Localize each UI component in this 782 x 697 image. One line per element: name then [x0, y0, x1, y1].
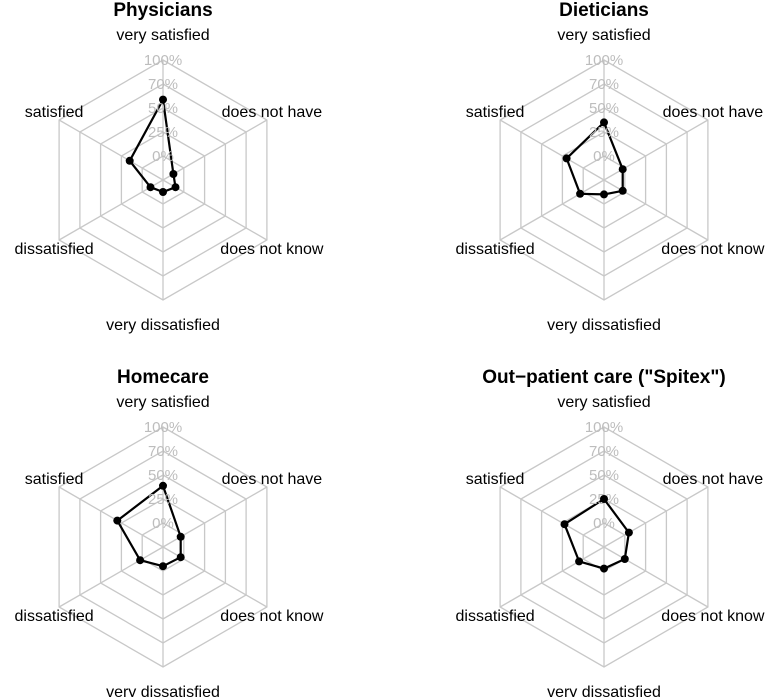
data-point-does-not-know: [176, 553, 185, 562]
data-point-very-dissatisfied: [600, 190, 608, 199]
axis-label: dissatisfied: [15, 241, 94, 258]
axis-label: very dissatisfied: [547, 317, 661, 334]
data-point-very-dissatisfied: [159, 562, 167, 571]
axis-label: dissatisfied: [456, 608, 535, 625]
axis-label: very satisfied: [116, 394, 209, 411]
axis-label: satisfied: [25, 471, 84, 488]
data-point-dissatisfied: [575, 557, 584, 566]
data-point-very-satisfied: [600, 118, 608, 127]
tick-label: 70%: [589, 443, 619, 460]
grid-spoke: [603, 486, 709, 548]
data-point-does-not-have: [624, 528, 633, 537]
tick-label: 0%: [152, 515, 174, 532]
data-point-does-not-have: [618, 165, 627, 174]
grid-spoke: [58, 486, 164, 548]
axis-label: satisfied: [25, 104, 84, 121]
tick-label: 50%: [148, 467, 178, 484]
axis-label: does not have: [222, 104, 323, 121]
tick-label: 0%: [152, 148, 174, 165]
tick-label: 0%: [593, 148, 615, 165]
data-point-very-satisfied: [159, 481, 167, 490]
axis-label: very satisfied: [116, 27, 209, 44]
tick-label: 70%: [589, 76, 619, 93]
tick-label: 100%: [585, 419, 623, 436]
grid-spoke: [499, 546, 605, 608]
radar-panel-3: Homecare 0% 25% 50% 70% 100% very satisfied doe…: [15, 367, 324, 697]
data-point-does-not-know: [618, 186, 627, 195]
grid-spoke: [603, 546, 709, 608]
series-line: [563, 497, 631, 570]
data-point-very-dissatisfied: [600, 564, 608, 573]
chart-title: Homecare: [117, 367, 209, 388]
axis-label: very dissatisfied: [547, 684, 661, 697]
axis-label: very dissatisfied: [106, 317, 220, 334]
tick-label: 70%: [148, 443, 178, 460]
grid-spoke: [499, 486, 605, 548]
radar-panel-4: Out−patient care ("Spitex")0%25%50%70%10…: [456, 367, 765, 697]
grid-spoke: [58, 546, 164, 608]
tick-label: 70%: [148, 76, 178, 93]
axis-label: dissatisfied: [15, 608, 94, 625]
grid-spoke: [499, 179, 605, 241]
data-point-dissatisfied: [576, 189, 585, 198]
axis-label: very satisfied: [557, 394, 650, 411]
data-point-does-not-have: [169, 170, 178, 178]
data-point-very-dissatisfied: [159, 188, 167, 196]
grid-spoke: [499, 119, 605, 181]
axis-label: does not have: [222, 471, 323, 488]
grid-spoke: [58, 179, 164, 241]
data-point-very-satisfied: [159, 95, 167, 104]
axis-label: does not have: [663, 104, 764, 121]
axis-label: satisfied: [466, 471, 525, 488]
data-point-satisfied: [125, 156, 134, 165]
tick-label: 50%: [148, 100, 178, 117]
tick-label: 50%: [589, 467, 619, 484]
tick-label: 100%: [144, 52, 182, 69]
data-point-very-satisfied: [600, 495, 608, 503]
tick-label: 50%: [589, 100, 619, 117]
axis-label: does not know: [661, 241, 765, 258]
axis-label: does not have: [663, 471, 764, 488]
grid-spoke: [162, 119, 268, 181]
tick-label: 25%: [148, 491, 178, 508]
radar-panel-1: Physicians 0% 25% 50% 70% 100% very satisfied d…: [15, 0, 324, 334]
data-point-satisfied: [113, 516, 122, 525]
tick-label: 25%: [148, 124, 178, 141]
grid-spoke: [58, 119, 164, 181]
axis-label: dissatisfied: [456, 241, 535, 258]
tick-label: 100%: [144, 419, 182, 436]
chart-title: Dieticians: [559, 0, 649, 21]
data-point-satisfied: [562, 154, 571, 163]
chart-title: Physicians: [113, 0, 212, 21]
axis-label: does not know: [220, 241, 324, 258]
axis-label: very satisfied: [557, 27, 650, 44]
data-point-does-not-know: [620, 555, 629, 563]
data-point-dissatisfied: [146, 183, 155, 192]
grid-spoke: [162, 179, 268, 241]
axis-label: very dissatisfied: [106, 684, 220, 697]
radar-panel-2: Dieticians 0% 25% 50% 70% 100% very satisfied d…: [456, 0, 765, 334]
tick-label: 0%: [593, 515, 615, 532]
axis-label: satisfied: [466, 104, 525, 121]
data-point-satisfied: [560, 520, 569, 529]
axis-label: does not know: [220, 608, 324, 625]
chart-title: Out−patient care ("Spitex"): [482, 367, 725, 388]
data-point-does-not-know: [171, 183, 180, 192]
axis-label: does not know: [661, 608, 765, 625]
data-point-does-not-have: [176, 532, 185, 541]
data-point-dissatisfied: [136, 556, 145, 565]
tick-label: 100%: [585, 52, 623, 69]
tick-label: 25%: [589, 124, 619, 141]
